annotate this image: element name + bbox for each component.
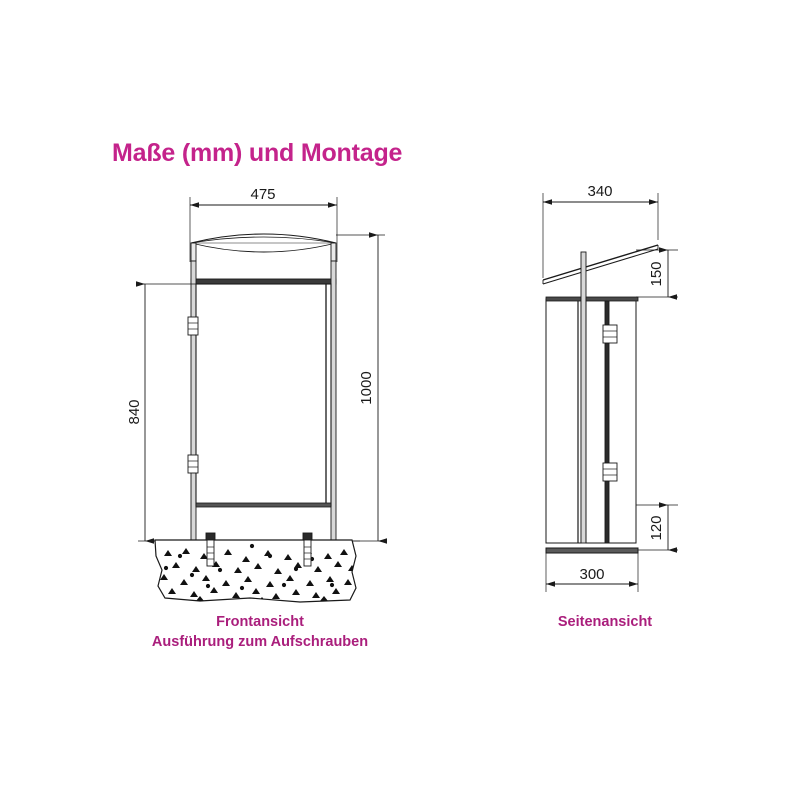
side-view-group <box>542 193 678 592</box>
dim-side-roof-height-label: 150 <box>648 261 665 286</box>
dim-front-width-label: 475 <box>250 186 275 203</box>
hinge-upper-side <box>602 324 618 344</box>
dim-total-height-label: 1000 <box>358 371 375 404</box>
dim-side-roof-width-label: 340 <box>587 183 612 200</box>
hinge-lower-front <box>187 454 199 474</box>
concrete-foundation <box>154 539 357 603</box>
hinge-lower-side <box>602 462 618 482</box>
side-view-caption-line1: Seitenansicht <box>557 614 653 630</box>
front-view-caption: Frontansicht Ausführung zum Aufschrauben <box>60 612 460 652</box>
side-right-top-rail <box>585 296 639 302</box>
hinge-upper-front <box>187 316 199 336</box>
side-left-top-rail <box>545 296 585 302</box>
cabinet-roof <box>190 233 337 253</box>
side-roof <box>542 244 659 285</box>
door-height-extension-lines <box>138 283 196 542</box>
side-left-panel <box>545 298 582 544</box>
post-right <box>330 260 337 544</box>
page-title: Maße (mm) und Montage <box>112 139 403 167</box>
side-base-plate <box>545 547 639 554</box>
anchor-bolt-left <box>205 532 216 567</box>
side-view-caption: Seitenansicht <box>480 612 730 632</box>
door-panel <box>195 283 332 507</box>
front-view-group <box>136 197 387 603</box>
roof-cap-right <box>330 242 337 262</box>
bottom-rail <box>195 502 332 508</box>
dim-side-base-height-label: 120 <box>648 515 665 540</box>
front-width-extension-lines <box>189 197 338 262</box>
post-left <box>190 260 197 544</box>
anchor-bolt-right <box>302 532 313 567</box>
dim-door-height-label: 840 <box>126 399 143 424</box>
front-view-caption-line1: Frontansicht <box>216 614 304 630</box>
front-view-caption-line2: Ausführung zum Aufschrauben <box>151 634 369 650</box>
top-rail <box>190 278 337 285</box>
side-center-post <box>580 251 587 544</box>
dim-side-base-width-label: 300 <box>579 566 604 583</box>
side-roof-width-extension-lines <box>542 193 659 278</box>
side-door-edge <box>604 300 610 544</box>
roof-cap-left <box>190 242 197 262</box>
